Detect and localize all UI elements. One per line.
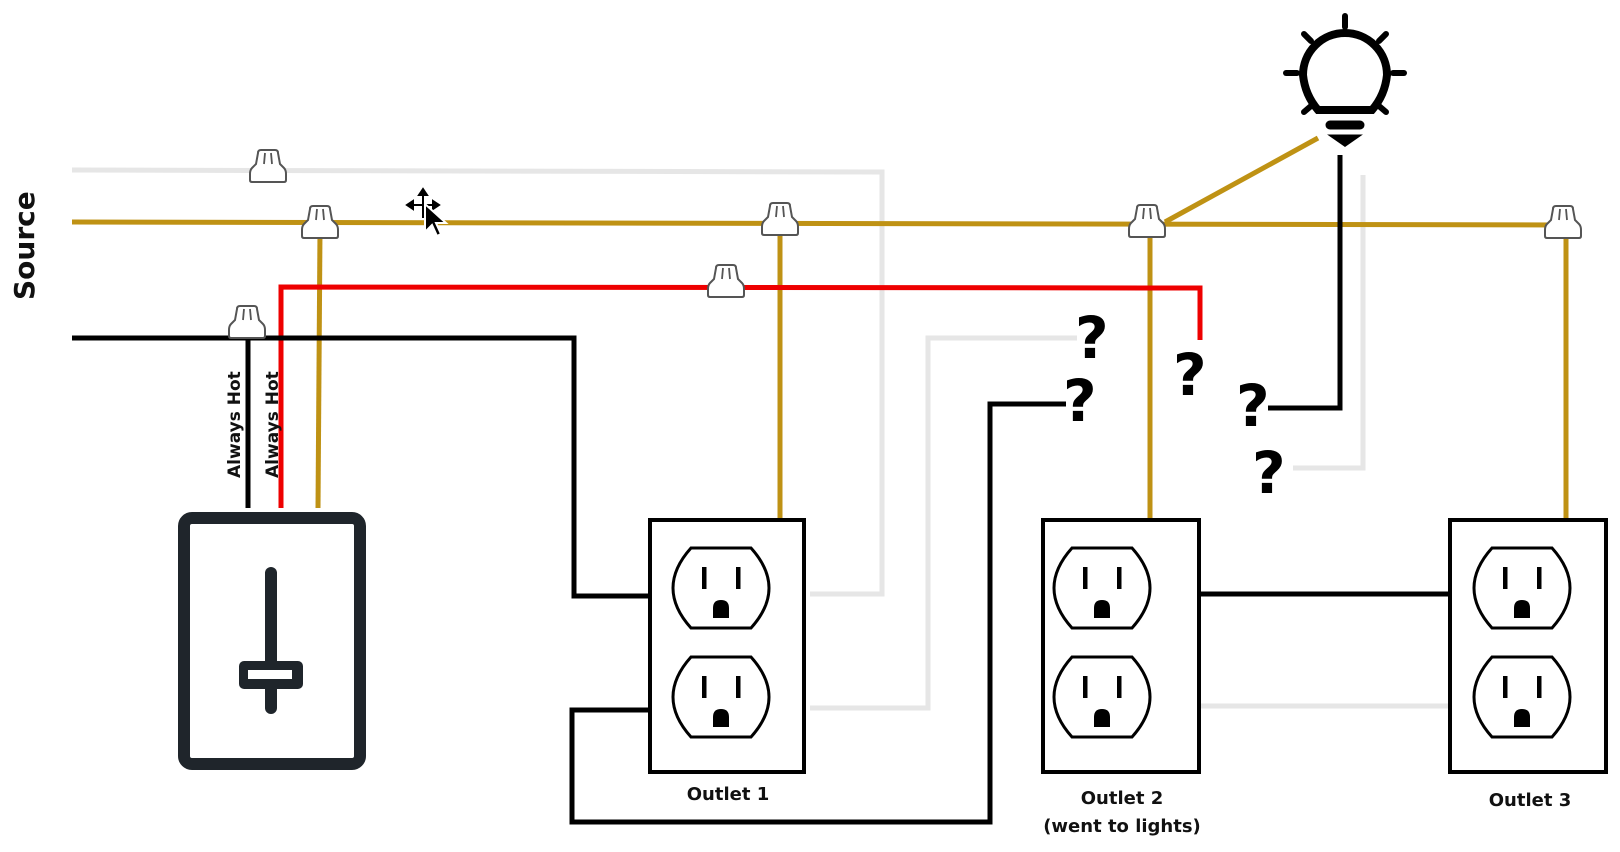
move-cursor-icon: [405, 187, 449, 238]
always-hot-label-red: Always Hot: [263, 371, 283, 478]
wire-nut-icon: [301, 205, 339, 239]
black-source-to-outlet1: [72, 335, 648, 599]
wire-nut-icon: [249, 149, 287, 183]
outlet-1-label: Outlet 1: [687, 784, 770, 805]
outlet-3-label: Outlet 3: [1489, 790, 1572, 811]
black-light-feed: [1268, 155, 1343, 411]
outlet-2-label: Outlet 2: [1081, 788, 1164, 809]
neutral-source-to-outlet1: [71, 167, 885, 597]
always-hot-label-black: Always Hot: [225, 371, 245, 478]
wire-nut-icon: [228, 305, 266, 339]
outlet-icon: [671, 546, 771, 630]
wire-nut-icon: [1128, 204, 1166, 238]
wire-nuts: [228, 149, 1582, 339]
light-bulb-icon: [1283, 13, 1407, 148]
neutral-light: [1293, 175, 1366, 471]
wire-nut-icon: [707, 264, 745, 298]
outlet-icon: [1052, 655, 1152, 739]
neutral-outlet1-lower: [810, 335, 1077, 711]
outlet-1: Outlet 1: [648, 518, 806, 805]
black-hot-wires: [72, 155, 1448, 825]
wire-nut-icon: [761, 202, 799, 236]
question-mark: ?: [1063, 367, 1097, 435]
outlet-icon: [1472, 546, 1572, 630]
outlet-icon: [1472, 655, 1572, 739]
ground-to-switch: [315, 229, 323, 509]
unknown-markers: ? ? ? ? ?: [1063, 304, 1286, 507]
outlet-icon: [671, 655, 771, 739]
question-mark: ?: [1075, 304, 1109, 372]
question-mark: ?: [1236, 372, 1270, 440]
wire-nut-icon: [1544, 205, 1582, 239]
outlet-2-sublabel: (went to lights): [1043, 816, 1201, 837]
source-label: Source: [8, 191, 41, 300]
outlet-icon: [1052, 546, 1152, 630]
question-mark: ?: [1252, 439, 1286, 507]
outlet-3: Outlet 3: [1448, 518, 1608, 811]
outlet-2: Outlet 2 (went to lights): [1041, 518, 1201, 837]
ground-to-light: [1163, 135, 1320, 225]
switch-icon: [178, 512, 366, 770]
neutral-wires: [71, 167, 1450, 711]
question-mark: ?: [1173, 341, 1207, 409]
black-outlet1-lower: [569, 401, 1066, 825]
ground-main: [71, 219, 1561, 228]
